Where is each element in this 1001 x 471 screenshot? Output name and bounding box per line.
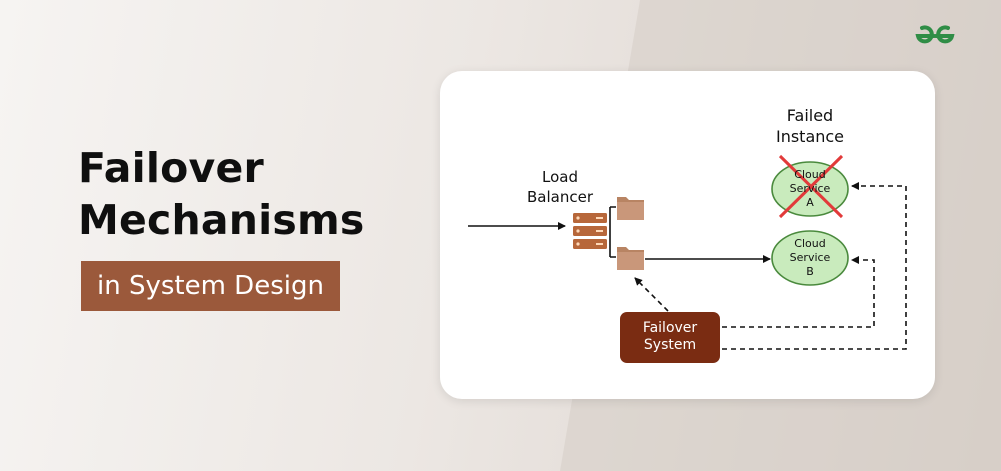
cloud-service-a-line1: Cloud: [794, 168, 826, 181]
failed-cross-icon: [778, 154, 844, 219]
diagram-card: Load Balancer Failed Instance Cloud Serv…: [440, 71, 935, 399]
failed-instance-label-line1: Failed: [786, 106, 834, 125]
page-title: Failover Mechanisms: [78, 142, 365, 246]
folder-icon-top: [617, 197, 644, 220]
cloud-service-b-label: Cloud Service B: [773, 237, 847, 279]
cloud-service-a-line2: Service: [789, 182, 831, 195]
failover-system-box: Failover System: [620, 312, 720, 363]
load-balancer-label-line1: Load: [542, 168, 578, 186]
failed-instance-label: Failed Instance: [758, 105, 862, 147]
failover-link-to-load-balancer: [634, 277, 669, 312]
title-line-2: Mechanisms: [78, 196, 365, 244]
title-line-1: Failover: [78, 144, 264, 192]
cloud-service-a-label: Cloud Service A: [773, 168, 847, 210]
cloud-service-b-line1: Cloud: [794, 237, 826, 250]
subtitle-banner: in System Design: [81, 261, 340, 311]
failover-link-to-service-b: [722, 256, 875, 328]
failover-diagram: [468, 154, 907, 350]
load-balancer-bracket: [609, 206, 616, 258]
cloud-service-a-line3: A: [806, 196, 814, 209]
failed-instance-label-line2: Instance: [775, 127, 845, 146]
cloud-service-b-line3: B: [806, 265, 814, 278]
load-balancer-server-icon: [573, 213, 607, 249]
failover-system-line1: Failover: [642, 320, 698, 336]
folder-icon-bottom: [617, 247, 644, 270]
load-balancer-label: Load Balancer: [510, 167, 610, 207]
failover-system-line2: System: [643, 337, 697, 353]
failover-link-to-service-a: [722, 182, 907, 350]
cloud-service-b-line2: Service: [789, 251, 831, 264]
cloud-service-b-node: [771, 230, 849, 286]
gfg-logo-icon: [915, 25, 955, 44]
load-balancer-label-line2: Balancer: [527, 188, 593, 206]
